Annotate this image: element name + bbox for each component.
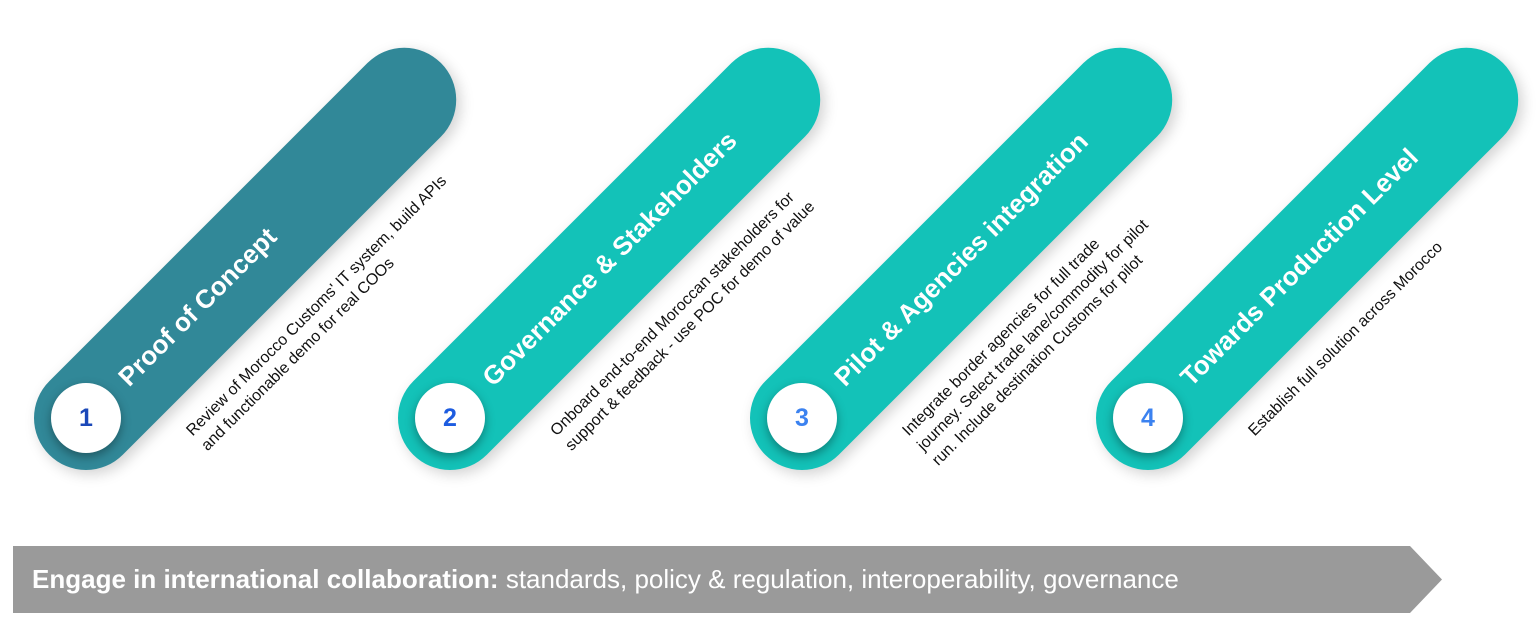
step-number: 3 [795,403,809,432]
step-number: 4 [1141,403,1155,432]
banner-bold-text: Engage in international collaboration: [32,564,499,594]
step-number-badge: 2 [415,383,485,453]
banner-detail-text: standards, policy & regulation, interope… [498,564,1179,594]
step-number: 2 [443,403,457,432]
step-number-badge: 4 [1113,383,1183,453]
banner-text: Engage in international collaboration: s… [32,546,1179,613]
step-number-badge: 1 [51,383,121,453]
step-number-badge: 3 [767,383,837,453]
step-number: 1 [79,403,93,432]
collaboration-banner-arrow: Engage in international collaboration: s… [13,546,1442,613]
